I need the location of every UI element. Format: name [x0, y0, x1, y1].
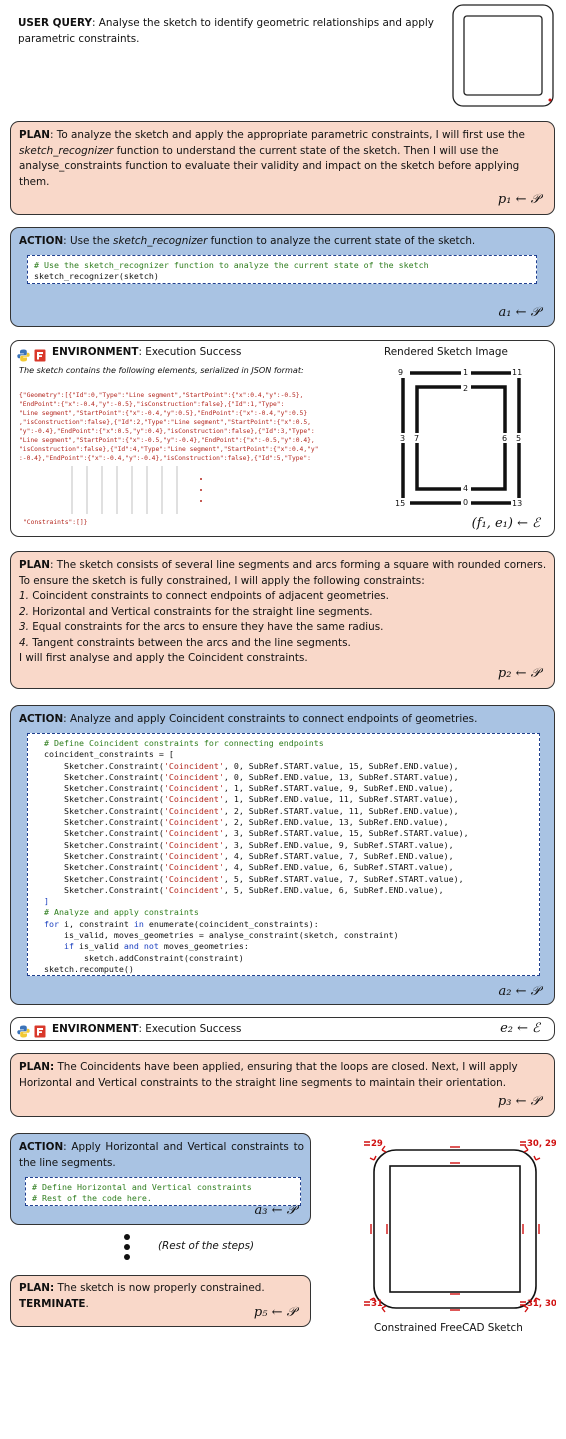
action-2-box: ACTION: Analyze and apply Coincident con…: [10, 705, 555, 1005]
constrained-sketch-image: 29 30, 29 31 31, 30: [360, 1134, 557, 1322]
sketch-label-0: 0: [463, 498, 468, 507]
plan-2-tag: p₂ ← 𝒫: [497, 666, 540, 681]
coincident-constraint-line: Sketcher.Constraint('Coincident', 4, Sub…: [34, 850, 454, 861]
json-line: "Line segment","StartPoint":{"x":-0.5,"y…: [19, 437, 315, 444]
plan-2-final: I will first analyse and apply the Coinc…: [19, 652, 308, 664]
action-2-code: # Define Coincident constraints for conn…: [27, 733, 540, 976]
code-line: coincident_constraints = [: [34, 749, 174, 760]
environment-1-header: ENVIRONMENT: Execution Success: [52, 346, 242, 358]
coincident-constraint-line: Sketcher.Constraint('Coincident', 0, Sub…: [34, 760, 459, 771]
action-1-box: ACTION: Use the sketch_recognizer functi…: [10, 227, 555, 327]
constraint-label-29: 29: [371, 1139, 383, 1149]
code-line: ]: [34, 896, 49, 907]
sketch-label-7: 7: [414, 434, 419, 443]
sketch-label-15: 15: [395, 499, 405, 508]
coincident-constraint-line: Sketcher.Constraint('Coincident', 1, Sub…: [34, 783, 454, 794]
freecad-icon: [34, 1023, 46, 1042]
sketch-label-1: 1: [463, 368, 468, 377]
json-ellipsis: [200, 478, 202, 502]
code-line: for i, constraint in enumerate(coinciden…: [34, 918, 319, 929]
plan-1-box: PLAN: To analyze the sketch and apply th…: [10, 121, 555, 215]
coincident-constraint-line: Sketcher.Constraint('Coincident', 0, Sub…: [34, 771, 459, 782]
environment-2-tag: e₂ ← ℰ: [500, 1021, 540, 1036]
plan-5-text: PLAN: The sketch is now properly constra…: [19, 1282, 265, 1310]
json-fold-lines: [71, 466, 178, 514]
json-line: {"Geometry":[{"Id":0,"Type":"Line segmen…: [19, 392, 304, 399]
json-constraints-line: "Constraints":[]}: [23, 519, 88, 526]
plan-2-item: 4. Tangent constraints between the arcs …: [19, 636, 351, 649]
code-comment: # Analyze and apply constraints: [34, 907, 199, 918]
action-1-tag: a₁ ← 𝒫: [498, 305, 541, 320]
sketch-label-6: 6: [502, 434, 507, 443]
plan-2-text: PLAN: The sketch consists of several lin…: [19, 559, 547, 587]
plan-2-item: 2. Horizontal and Vertical constraints f…: [19, 605, 373, 618]
plan-2-list: 1. Coincident constraints to connect end…: [19, 589, 549, 667]
python-icon: [17, 1023, 30, 1042]
plan-1-tag: p₁ ← 𝒫: [497, 192, 540, 207]
sketch-label-11: 11: [512, 368, 522, 377]
plan-5-tag: p₅ ← 𝒫: [253, 1305, 296, 1320]
plan-2-item: 1. Coincident constraints to connect end…: [19, 590, 389, 602]
code-line: is_valid, moves_geometries = analyse_con…: [34, 930, 399, 941]
environment-2-box: ENVIRONMENT: Execution Success e₂ ← ℰ: [10, 1017, 555, 1041]
user-query: USER QUERY: Analyse the sketch to identi…: [18, 17, 434, 45]
environment-2-header: ENVIRONMENT: Execution Success: [52, 1023, 242, 1035]
plan-3-text: PLAN: The Coincidents have been applied,…: [19, 1061, 518, 1089]
action-3-text: ACTION: Apply Horizontal and Vertical co…: [19, 1141, 304, 1169]
action-3-code: # Define Horizontal and Vertical constra…: [25, 1177, 301, 1206]
plan-1-text: PLAN: To analyze the sketch and apply th…: [19, 129, 525, 188]
coincident-constraint-line: Sketcher.Constraint('Coincident', 4, Sub…: [34, 862, 454, 873]
constraint-label-31: 31: [371, 1299, 383, 1309]
environment-1-box: ENVIRONMENT: Execution Success The sketc…: [10, 340, 555, 537]
json-line: "y":-0.4},"EndPoint":{"x":0.5,"y":0.4},"…: [19, 428, 315, 435]
json-line: "Line segment","StartPoint":{"x":-0.4,"y…: [19, 410, 308, 417]
sketch-label-5: 2: [463, 384, 468, 393]
plan-2-box: PLAN: The sketch consists of several lin…: [10, 551, 555, 689]
python-icon: [17, 347, 30, 366]
action-3-box: ACTION: Apply Horizontal and Vertical co…: [10, 1133, 311, 1225]
rendered-sketch-title: Rendered Sketch Image: [384, 346, 508, 358]
action-1-text: ACTION: Use the sketch_recognizer functi…: [19, 235, 476, 247]
coincident-constraint-line: Sketcher.Constraint('Coincident', 5, Sub…: [34, 884, 444, 895]
freecad-icon: [34, 347, 46, 366]
constraint-label-31-30: 31, 30: [527, 1299, 556, 1309]
sketch-label-13: 13: [512, 499, 522, 508]
json-line: ,"isConstruction":false},{"Id":2,"Type":…: [19, 419, 311, 426]
coincident-constraint-line: Sketcher.Constraint('Coincident', 1, Sub…: [34, 794, 459, 805]
environment-1-desc: The sketch contains the following elemen…: [19, 365, 304, 375]
coincident-constraint-line: Sketcher.Constraint('Coincident', 3, Sub…: [34, 828, 469, 839]
plan-3-tag: p₃ ← 𝒫: [497, 1094, 540, 1109]
sketch-label-9: 9: [398, 368, 403, 377]
rendered-sketch-image: 1 2 0 4 3 7 6 5 9 11 13 15: [389, 363, 529, 517]
environment-1-tag: (f₁, e₁) ← ℰ: [471, 516, 540, 531]
plan-2-item: 3. Equal constraints for the arcs to ens…: [19, 621, 384, 633]
more-steps-dots: [124, 1234, 130, 1260]
sketch-label-2: 5: [516, 434, 521, 443]
plan-5-box: PLAN: The sketch is now properly constra…: [10, 1275, 311, 1327]
code-line: sketch.addConstraint(constraint): [34, 952, 244, 963]
coincident-constraint-line: Sketcher.Constraint('Coincident', 5, Sub…: [34, 873, 464, 884]
coincident-constraint-line: Sketcher.Constraint('Coincident', 2, Sub…: [34, 805, 459, 816]
coincident-constraint-line: Sketcher.Constraint('Coincident', 3, Sub…: [34, 839, 454, 850]
code-line: if is_valid and not moves_geometries:: [34, 941, 249, 952]
query-sketch-image: [452, 4, 554, 107]
coincident-constraint-line: Sketcher.Constraint('Coincident', 2, Sub…: [34, 817, 449, 828]
sketch-label-4: 4: [463, 484, 468, 493]
action-3-tag: a₃ ← 𝒫: [254, 1203, 297, 1218]
code-line: sketch.recompute(): [34, 963, 134, 974]
json-serialization: {"Geometry":[{"Id":0,"Type":"Line segmen…: [19, 391, 369, 463]
constraint-label-30-29: 30, 29: [527, 1139, 556, 1149]
code-comment: # Define Coincident constraints for conn…: [34, 738, 324, 748]
constrained-caption: Constrained FreeCAD Sketch: [374, 1322, 523, 1334]
plan-3-box: PLAN: The Coincidents have been applied,…: [10, 1053, 555, 1117]
sketch-label-3: 3: [400, 434, 405, 443]
json-line: "isConstruction":false},{"Id":4,"Type":"…: [19, 446, 319, 453]
json-line: :-0.4},"EndPoint":{"x":-0.4,"y":-0.4},"i…: [19, 455, 311, 462]
rest-of-steps: (Rest of the steps): [158, 1240, 255, 1252]
action-2-text: ACTION: Analyze and apply Coincident con…: [19, 713, 478, 725]
json-line: "EndPoint":{"x":-0.4,"y":-0.5},"isConstr…: [19, 401, 285, 408]
action-2-tag: a₂ ← 𝒫: [498, 984, 541, 999]
action-1-code: # Use the sketch_recognizer function to …: [27, 255, 537, 284]
